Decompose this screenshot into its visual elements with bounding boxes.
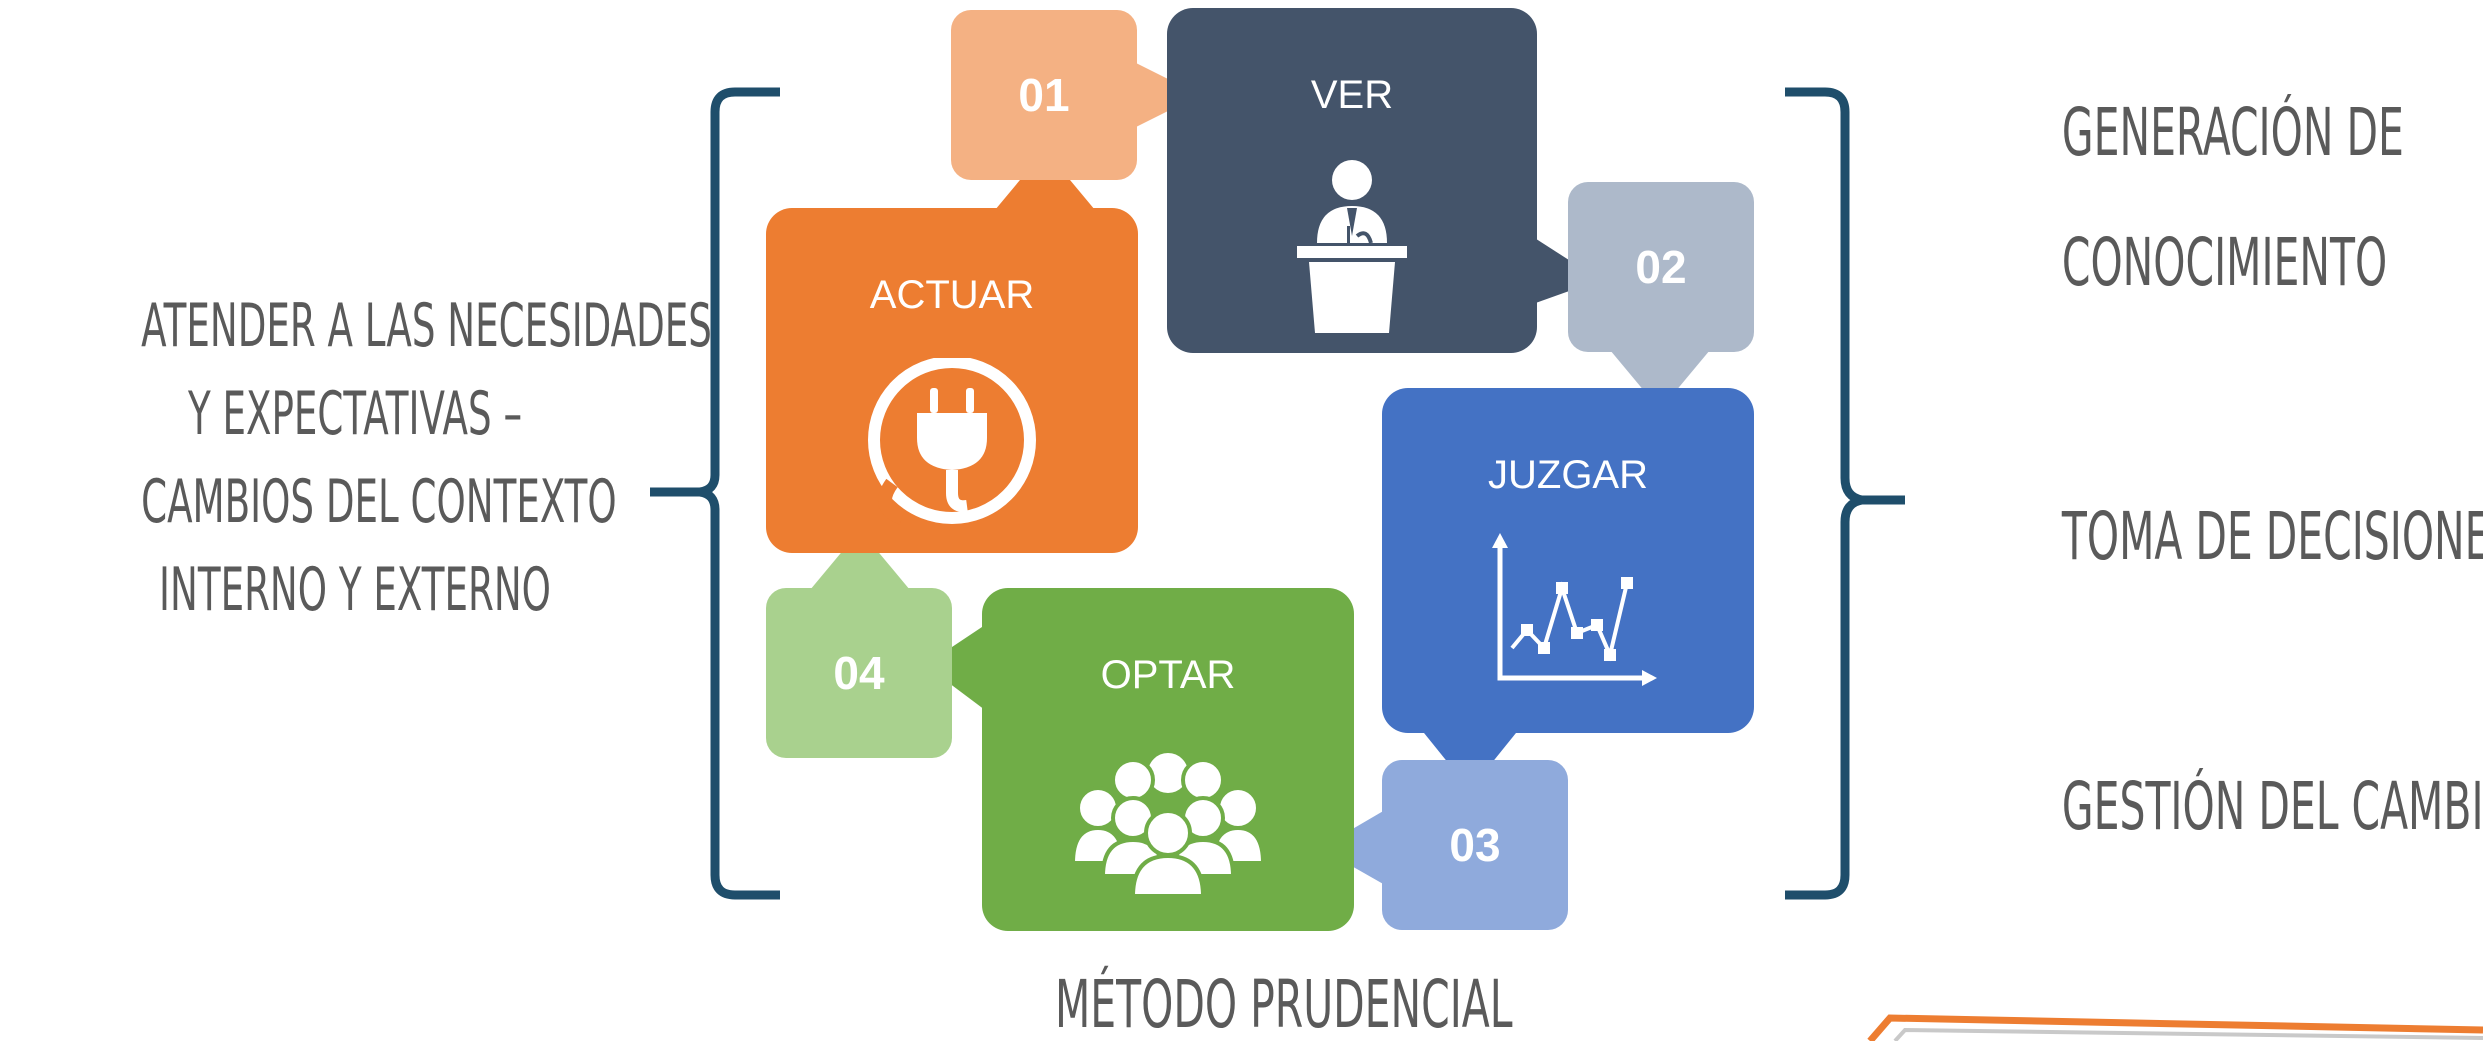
pointer-01 [1130,60,1200,130]
left-bracket [650,87,780,900]
step-box-actuar: ACTUAR [766,208,1138,553]
step-label-ver: VER [1310,73,1394,117]
step-box-juzgar: JUZGAR [1382,388,1754,733]
step-number-text: 02 [1635,241,1687,293]
step-label-actuar: ACTUAR [869,273,1035,317]
left-text-line: INTERNO Y EXTERNO [159,555,551,625]
right-bracket [1785,87,1905,900]
step-number-01: 01 [951,10,1137,180]
right-item-line: TOMA DE DECISIONES [2061,498,2483,575]
step-number-04: 04 [766,588,952,758]
step-box-ver: VER [1167,8,1537,353]
step-label-optar: OPTAR [1100,653,1236,697]
step-number-03: 03 [1382,760,1568,930]
left-text-line: ATENDER A LAS NECESIDADES [141,291,712,361]
step-box-optar: OPTAR [982,588,1354,931]
power-plug-icon [868,358,1036,525]
corner-decoration-inner [1893,1027,2483,1041]
step-number-text: 03 [1449,819,1501,871]
left-text-block: ATENDER A LAS NECESIDADES Y EXPECTATIVAS… [10,282,712,634]
left-text-line: Y EXPECTATIVAS – [187,379,523,449]
step-number-text: 04 [833,647,885,699]
step-number-02: 02 [1568,182,1754,352]
pointer-04 [925,625,985,710]
corner-decoration [1867,1014,2483,1041]
pointer-02b [1610,350,1710,410]
left-text-line: CAMBIOS DEL CONTEXTO [141,467,617,537]
line-chart-icon [1492,533,1657,686]
group-people-icon [1070,749,1266,898]
right-item-line: GENERACIÓN DE [2061,94,2404,171]
pointer-04b [810,530,910,590]
right-item-knowledge: GENERACIÓN DE CONOCIMIENTO [1965,68,2475,328]
pointer-01b [995,150,1095,210]
right-item-line: CONOCIMIENTO [2061,224,2388,301]
speaker-podium-icon [1297,160,1407,333]
right-item-decisions: TOMA DE DECISIONES [1965,472,2483,602]
title-text: MÉTODO PRUDENCIAL [1055,966,1513,1043]
pointer-02 [1530,235,1600,305]
pointer-03 [1420,728,1520,790]
right-item-change: GESTIÓN DEL CAMBIO [1965,742,2483,872]
right-item-line: GESTIÓN DEL CAMBIO [2061,768,2483,845]
diagram-title: MÉTODO PRUDENCIAL [960,965,1513,1045]
step-number-text: 01 [1018,69,1070,121]
step-label-juzgar: JUZGAR [1488,453,1648,497]
